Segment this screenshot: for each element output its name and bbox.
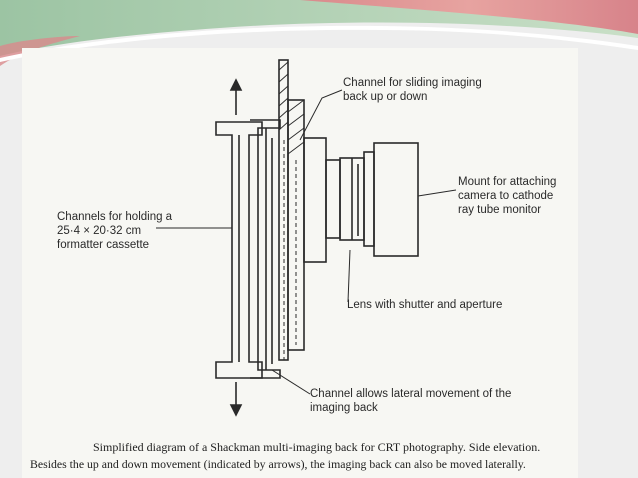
label-channel-lateral-line1: Channel allows lateral movement of the: [310, 388, 512, 400]
down-arrow-icon: [229, 382, 243, 417]
label-channel-sliding-line1: Channel for sliding imaging: [343, 77, 482, 89]
caption-line2: Besides the up and down movement (indica…: [30, 457, 526, 471]
banner-white-curve: [0, 25, 638, 62]
label-mount-line1: Mount for attaching: [458, 176, 557, 188]
label-mount-line3: ray tube monitor: [458, 204, 542, 216]
banner-pink-left: [0, 36, 80, 66]
sliding-plate-hatch: [278, 61, 289, 131]
label-channels-holding-line1: Channels for holding a: [57, 211, 173, 223]
lens-housing-mid: [325, 159, 341, 239]
leader-lateral: [271, 369, 311, 395]
label-channel-sliding: Channel for sliding imaging back up or d…: [343, 76, 482, 104]
label-mount-line2: camera to cathode: [458, 190, 554, 202]
upper-inner-channel: [250, 119, 281, 379]
up-arrow-icon: [229, 78, 243, 115]
label-channel-sliding-line2: back up or down: [343, 91, 428, 103]
caption-line1: Simplified diagram of a Shackman multi-i…: [93, 440, 541, 454]
banner-pink-swoosh: [300, 0, 638, 34]
lens-housing-large: [303, 137, 327, 263]
lens-ring: [363, 151, 375, 247]
label-channel-lateral-line2: imaging back: [310, 402, 378, 414]
scanned-figure-panel: [22, 48, 578, 478]
label-channels-holding-line3: formatter cassette: [57, 239, 150, 251]
leader-mount: [417, 189, 457, 197]
label-channel-lateral: Channel allows lateral movement of the i…: [310, 387, 511, 415]
leader-lens: [347, 249, 351, 303]
label-lens: Lens with shutter and aperture: [347, 298, 502, 312]
sliding-channel-hatch: [287, 99, 305, 155]
label-mount: Mount for attaching camera to cathode ra…: [458, 175, 556, 217]
leader-channel-sliding: [299, 89, 343, 141]
label-channels-holding-line2: 25·4 × 20·32 cm: [57, 225, 142, 237]
camera-mount: [373, 142, 419, 257]
label-lens-line1: Lens with shutter and aperture: [347, 299, 503, 311]
label-channels-holding: Channels for holding a 25·4 × 20·32 cm f…: [57, 210, 172, 252]
